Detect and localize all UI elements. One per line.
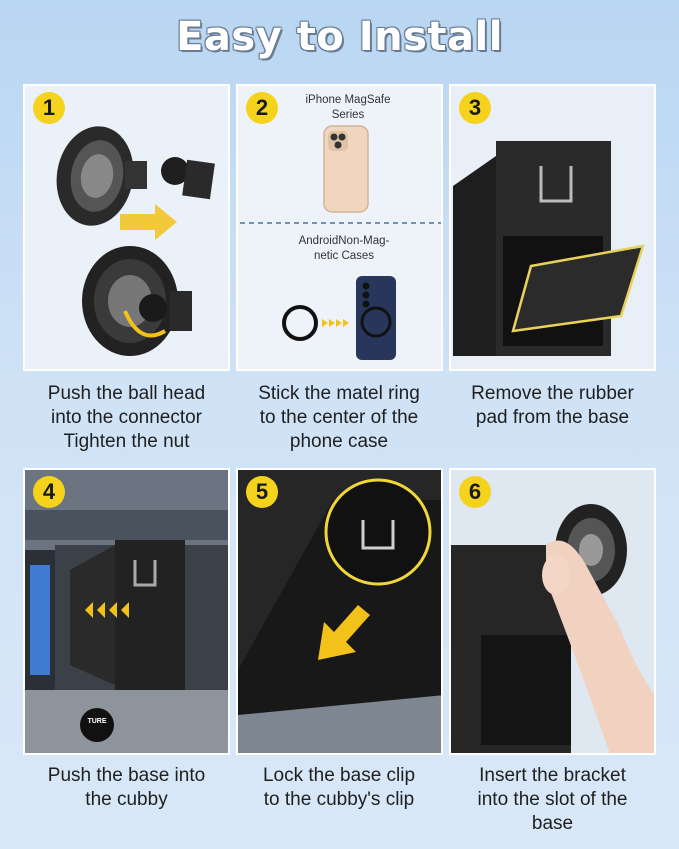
base-clip-lock-illustration <box>238 470 441 753</box>
step-4-caption: Push the base into the cubby <box>47 765 206 810</box>
step-1-panel: 1 <box>23 84 230 371</box>
knob-label: TURE <box>87 718 107 725</box>
step-3-caption: Remove the rubber pad from the base <box>471 383 634 428</box>
android-label: AndroidNon-Mag- netic Cases <box>298 235 390 262</box>
phone-illustrations <box>240 125 441 360</box>
cubby-install-illustration <box>25 470 228 753</box>
step-5-panel: 5 <box>236 468 443 755</box>
step-3-badge: 3 <box>459 92 491 124</box>
insert-bracket-illustration <box>451 504 654 753</box>
step-1-badge: 1 <box>33 92 65 124</box>
step-4-badge: 4 <box>33 476 65 508</box>
page-title: Easy to Install <box>176 14 503 60</box>
step-2-caption: Stick the matel ring to the center of th… <box>258 383 420 452</box>
magsafe-label: iPhone MagSafe Series <box>305 94 391 121</box>
step-2-badge: 2 <box>246 92 278 124</box>
step-5-badge: 5 <box>246 476 278 508</box>
ball-head-mount-illustration <box>56 126 215 356</box>
step-3-panel: 3 <box>449 84 656 371</box>
step-6-badge: 6 <box>459 476 491 508</box>
step-1-caption: Push the ball head into the connector Ti… <box>47 383 206 452</box>
step-5-caption: Lock the base clip to the cubby's clip <box>262 765 416 810</box>
step-6-panel: 6 <box>449 468 656 755</box>
step-4-panel: 4 TURE <box>23 468 230 755</box>
step-2-panel: 2 iPhone MagSafe Series AndroidNon-Mag- … <box>236 84 443 371</box>
step-6-caption: Insert the bracket into the slot of the … <box>477 765 628 834</box>
base-rubber-pad-illustration <box>453 141 645 356</box>
